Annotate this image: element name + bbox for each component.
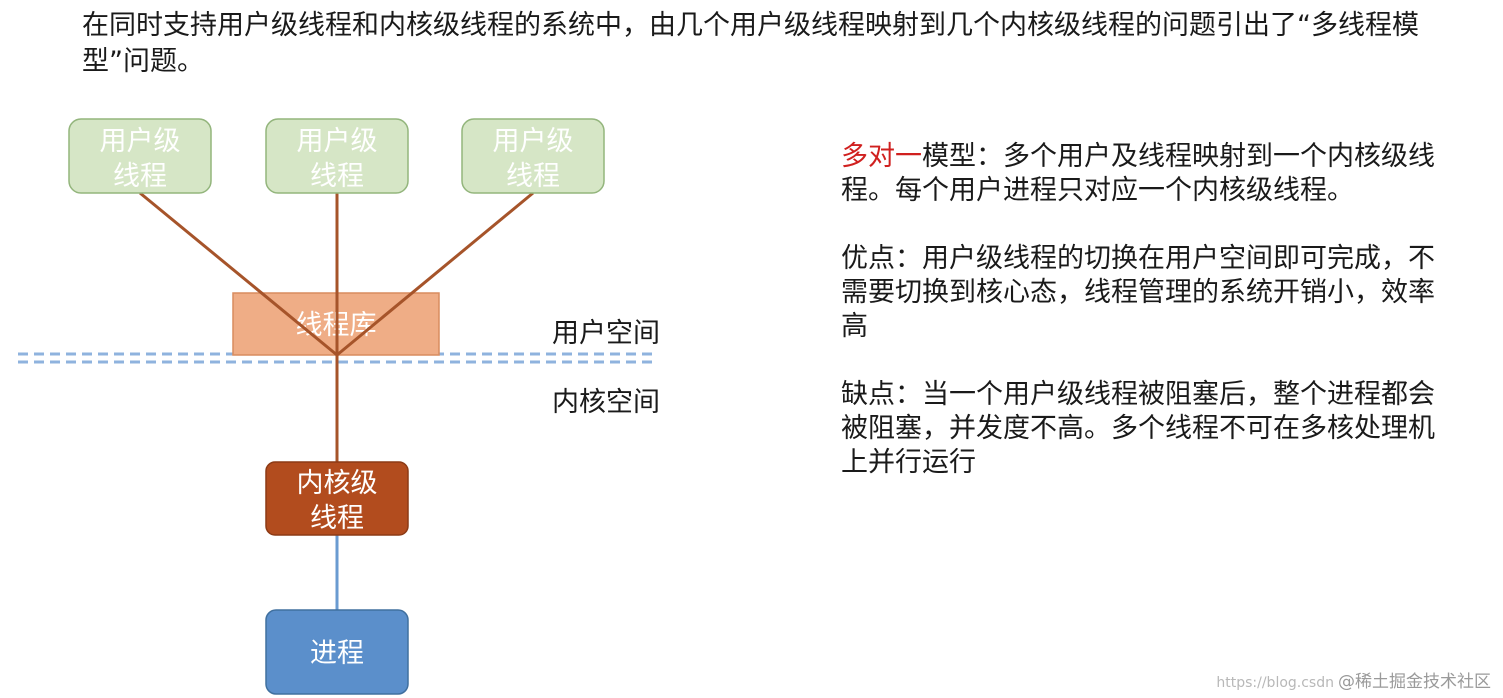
- kernel-space-label: 内核空间: [552, 387, 660, 418]
- connector-line-3: [336, 191, 534, 357]
- user-thread-label: 线程: [506, 161, 560, 192]
- model-text: 模型：多个用户及线程映射到一个内核级线程。每个用户进程只对应一个内核级线程。: [841, 141, 1435, 206]
- user-thread-label: 线程: [113, 161, 167, 192]
- watermark: https://blog.csdn@稀土掘金技术社区: [1216, 667, 1491, 692]
- user-thread-label: 用户级: [493, 126, 574, 157]
- advantages-text: 优点：用户级线程的切换在用户空间即可完成，不需要切换到核心态，线程管理的系统开销…: [841, 243, 1435, 342]
- connector-lines: [139, 191, 534, 610]
- user-thread-node-2: 用户级 线程: [265, 118, 409, 194]
- disadvantages-text: 缺点：当一个用户级线程被阻塞后，整个进程都会被阻塞，并发度不高。多个线程不可在多…: [841, 379, 1435, 478]
- model-definition: 多对一模型：多个用户及线程映射到一个内核级线程。每个用户进程只对应一个内核级线程…: [841, 140, 1441, 208]
- user-kernel-divider: [18, 352, 656, 364]
- watermark-url: https://blog.csdn: [1216, 675, 1334, 691]
- kernel-thread-label: 线程: [310, 503, 364, 534]
- intro-text: 在同时支持用户级线程和内核级线程的系统中，由几个用户级线程映射到几个内核级线程的…: [82, 10, 1419, 77]
- user-space-label: 用户空间: [552, 318, 660, 349]
- connector-line-1: [139, 191, 338, 357]
- kernel-thread-label: 内核级: [297, 468, 378, 499]
- model-description: 多对一模型：多个用户及线程映射到一个内核级线程。每个用户进程只对应一个内核级线程…: [841, 140, 1441, 514]
- model-name: 多对一: [841, 141, 922, 172]
- process-node: 进程: [265, 609, 409, 695]
- user-thread-label: 用户级: [297, 126, 378, 157]
- kernel-thread-node: 内核级 线程: [265, 461, 409, 536]
- process-label: 进程: [310, 638, 364, 669]
- user-thread-label: 线程: [310, 161, 364, 192]
- user-thread-label: 用户级: [100, 126, 181, 157]
- watermark-brand: @稀土掘金技术社区: [1338, 672, 1491, 692]
- user-thread-node-1: 用户级 线程: [68, 118, 212, 194]
- user-thread-node-3: 用户级 线程: [461, 118, 605, 194]
